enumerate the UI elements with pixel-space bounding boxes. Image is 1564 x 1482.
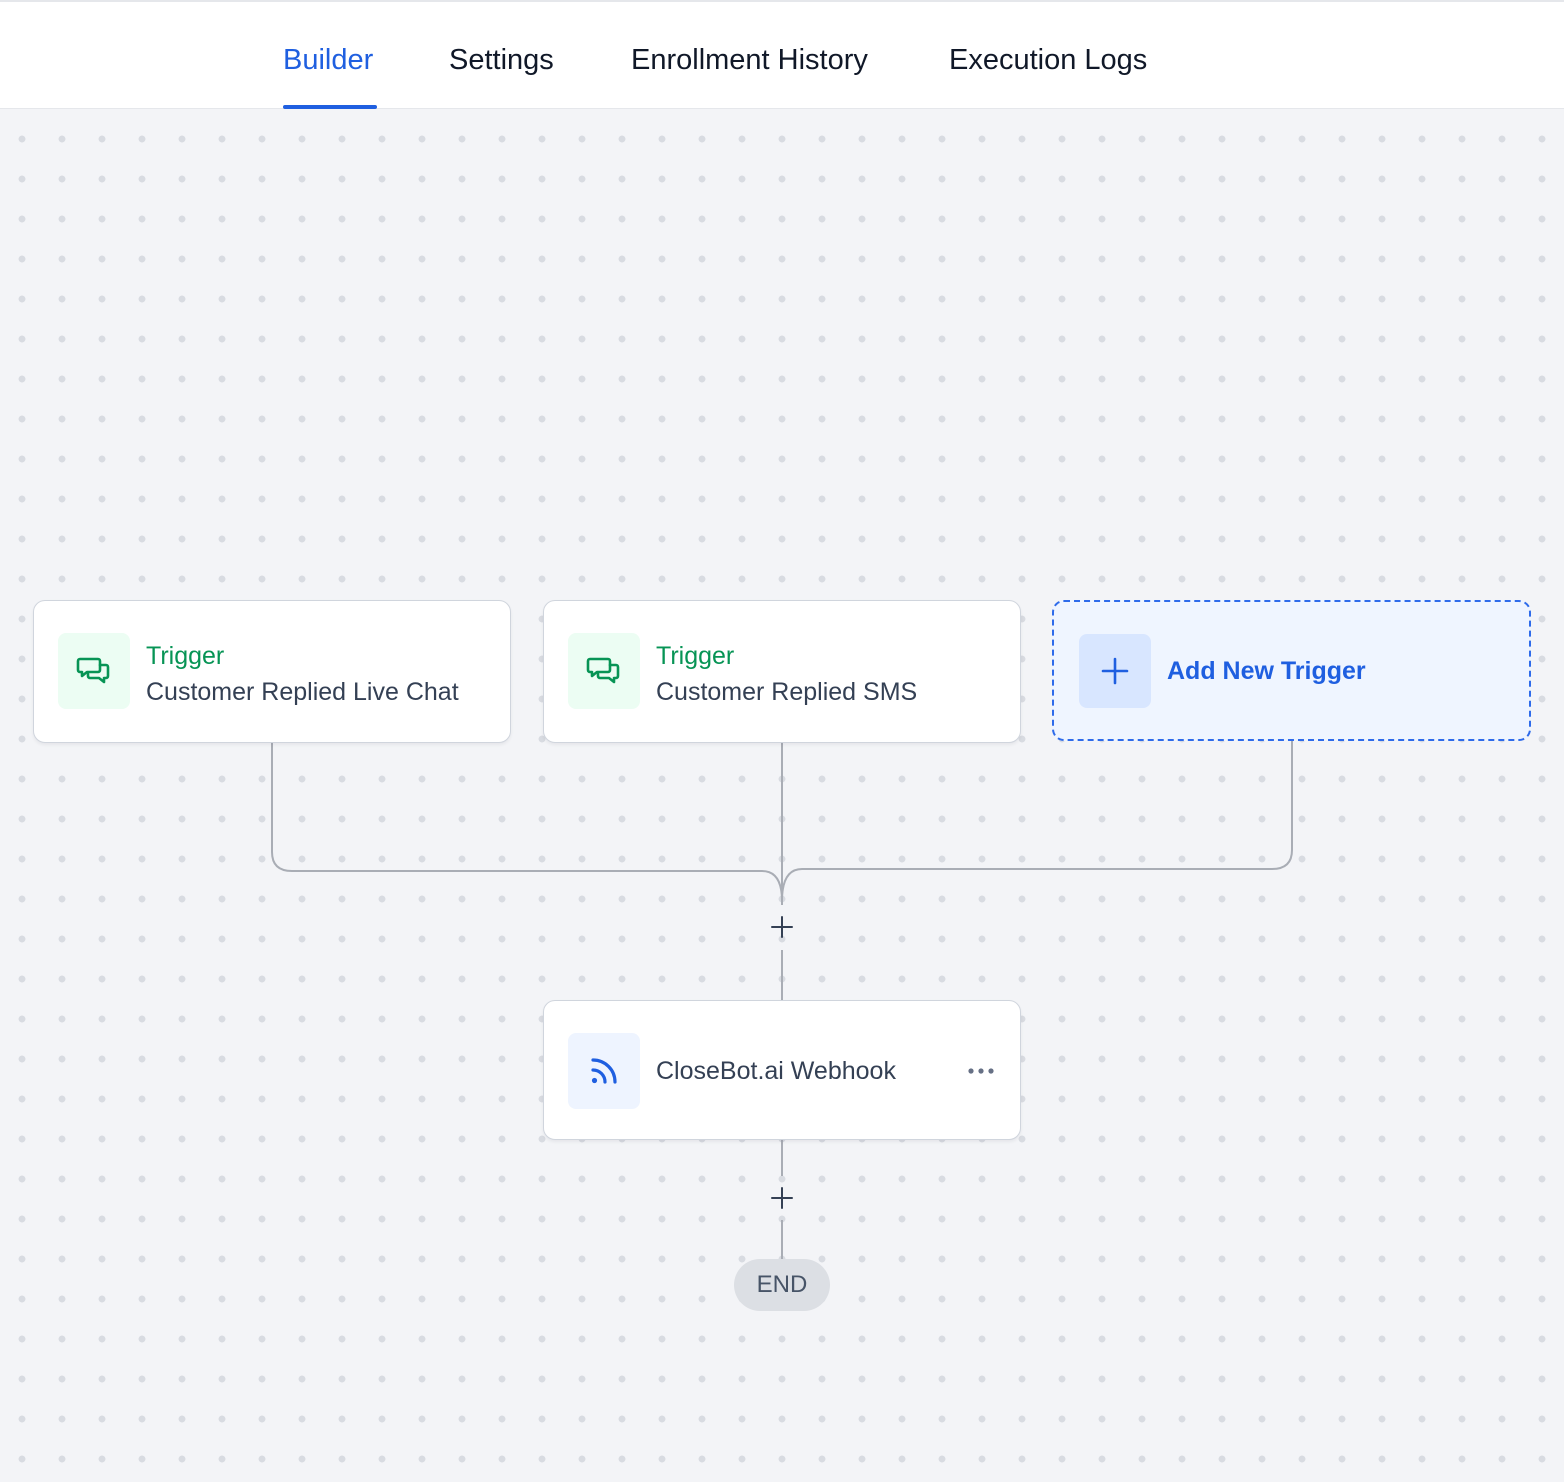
trigger-kind-label: Trigger [146,642,225,670]
trigger-name-label: Customer Replied SMS [656,678,918,706]
chat-bubbles-icon [568,633,640,709]
tab-execution-logs[interactable]: Execution Logs [949,44,1148,76]
trigger-card-sms[interactable]: Trigger Customer Replied SMS [543,600,1021,743]
webhook-rss-icon [568,1033,640,1109]
action-title: CloseBot.ai Webhook [656,1057,896,1085]
end-label: END [756,1271,808,1298]
trigger-kind-label: Trigger [656,642,735,670]
add-step-plus-icon[interactable] [765,1181,799,1215]
end-node: END [734,1259,830,1311]
trigger-card-live-chat[interactable]: Trigger Customer Replied Live Chat [33,600,511,743]
add-step-plus-icon[interactable] [765,910,799,944]
tab-builder[interactable]: Builder [283,44,374,76]
active-tab-indicator [283,105,377,109]
add-new-trigger-button[interactable]: Add New Trigger [1052,600,1531,741]
trigger-name-label: Customer Replied Live Chat [146,678,459,706]
plus-icon [1079,634,1151,708]
add-new-trigger-label: Add New Trigger [1167,657,1366,685]
action-card-webhook[interactable]: CloseBot.ai Webhook [543,1000,1021,1140]
more-dots-icon[interactable] [961,1057,1001,1085]
tab-enrollment-history[interactable]: Enrollment History [631,44,868,76]
tab-settings[interactable]: Settings [449,44,554,76]
top-tab-bar: Builder Settings Enrollment History Exec… [0,0,1564,109]
chat-bubbles-icon [58,633,130,709]
